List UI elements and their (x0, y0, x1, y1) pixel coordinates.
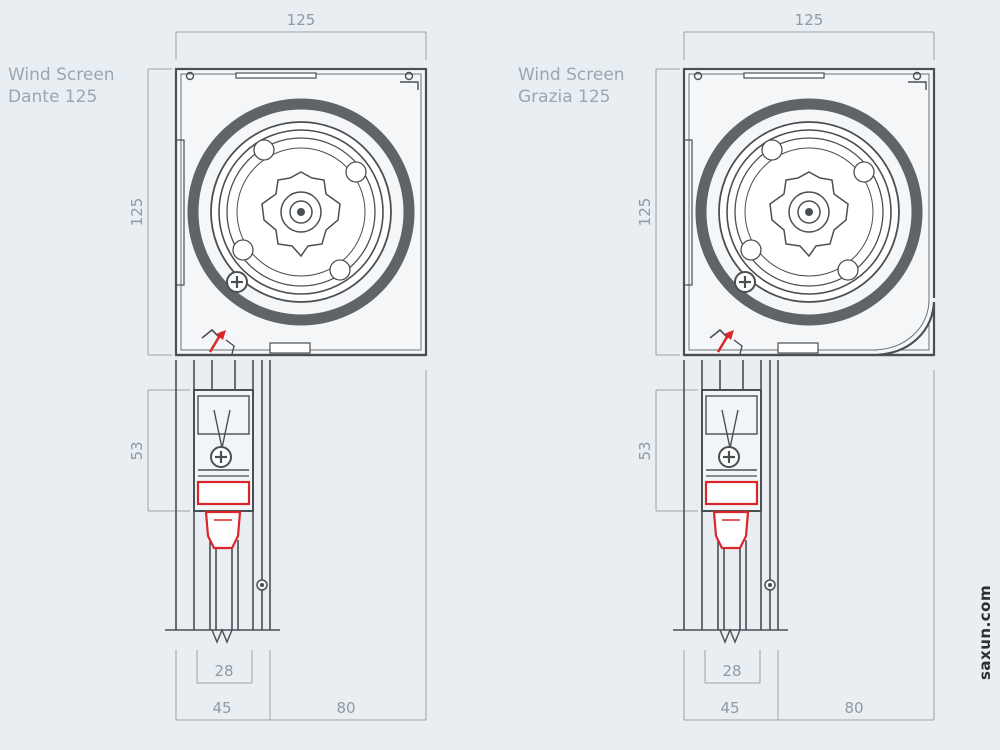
bottom-bar-dim-label: 53 (128, 441, 146, 460)
dante-section-drawing (148, 32, 426, 720)
height-dim-label: 125 (636, 198, 654, 227)
grazia-corner-gap (932, 298, 936, 302)
side-width-dim-label: 80 (844, 699, 863, 717)
rail-width-dim-label: 45 (720, 699, 739, 717)
inner-width-dim-label: 28 (214, 662, 233, 680)
rail-width-dim-label: 45 (212, 699, 231, 717)
inner-width-dim-label: 28 (722, 662, 741, 680)
product-title-line2: Dante 125 (8, 87, 98, 107)
height-dim-label: 125 (128, 198, 146, 227)
product-title-dante: Wind Screen Dante 125 (8, 64, 115, 108)
width-dim-label: 125 (795, 11, 824, 29)
product-title-line1: Wind Screen (8, 65, 115, 85)
product-title-line2: Grazia 125 (518, 87, 611, 107)
product-title-line1: Wind Screen (518, 65, 625, 85)
side-width-dim-label: 80 (336, 699, 355, 717)
grazia-section-drawing (656, 32, 934, 720)
grazia-corner-inner (871, 299, 930, 351)
watermark-text: saxun.com (976, 584, 994, 680)
bottom-bar-dim-label: 53 (636, 441, 654, 460)
product-title-grazia: Wind Screen Grazia 125 (518, 64, 625, 108)
width-dim-label: 125 (287, 11, 316, 29)
grazia-rounded-corner (871, 299, 936, 357)
